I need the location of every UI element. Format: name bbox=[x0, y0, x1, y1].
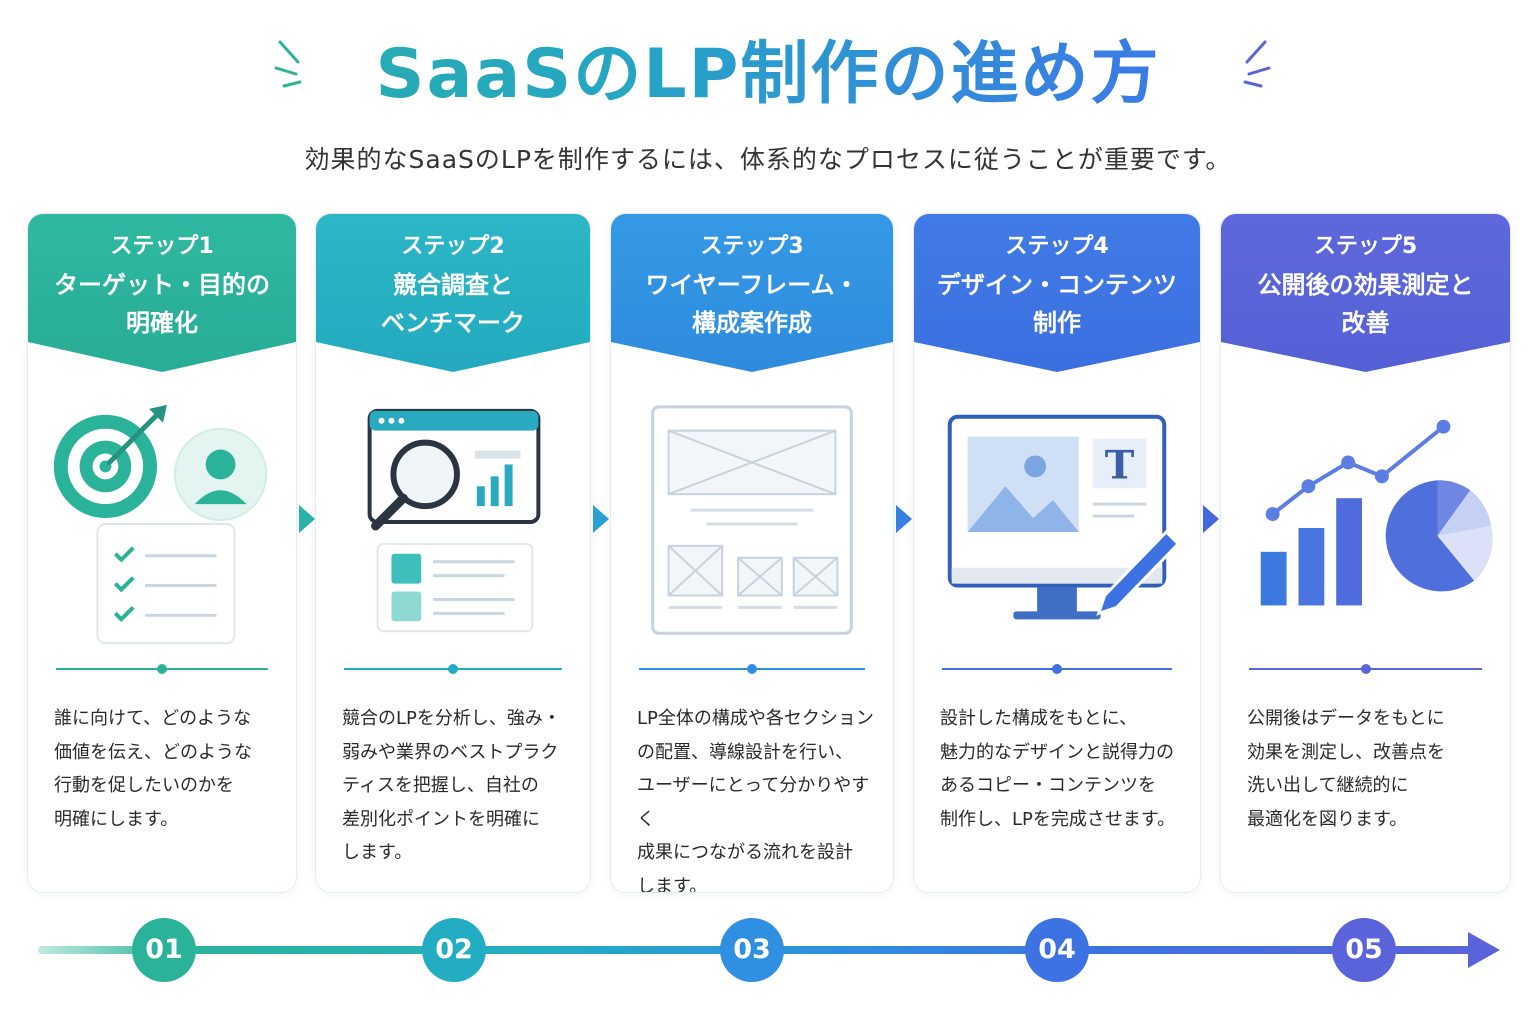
timeline-step-3: 03 bbox=[720, 918, 784, 982]
card-divider bbox=[344, 662, 562, 676]
timeline-step-5: 05 bbox=[1332, 918, 1396, 982]
arrow-right-icon bbox=[1203, 505, 1219, 533]
step-card-5: ステップ5 公開後の効果測定と 改善 公開後はデータをもとに 効果を測定し、改善… bbox=[1220, 213, 1511, 893]
page-subtitle: 効果的なSaaSのLPを制作するには、体系的なプロセスに従うことが重要です。 bbox=[304, 145, 1232, 174]
wireframe-icon bbox=[651, 405, 853, 635]
step-header-5: ステップ5 公開後の効果測定と 改善 bbox=[1221, 214, 1510, 372]
step-description: 公開後はデータをもとに 効果を測定し、改善点を 洗い出して継続的に 最適化を図り… bbox=[1247, 708, 1445, 830]
checklist-icon bbox=[96, 523, 236, 645]
step-description: 誰に向けて、どのような 価値を伝え、どのような 行動を促したいのかを 明確にしま… bbox=[54, 708, 252, 830]
arrow-right-icon bbox=[896, 505, 912, 533]
step-header-1: ステップ1 ターゲット・目的の 明確化 bbox=[28, 214, 296, 372]
step-title: ターゲット・目的の 明確化 bbox=[54, 271, 270, 337]
sparkle-decoration-left bbox=[274, 40, 302, 88]
target-icon bbox=[53, 404, 167, 519]
step-label: ステップ4 bbox=[1005, 234, 1109, 259]
card-divider bbox=[1249, 662, 1482, 676]
pencil-icon bbox=[1096, 529, 1181, 616]
step-card-3: ステップ3 ワイヤーフレーム・ 構成案作成 LP全体の構成や各セクション の配置… bbox=[610, 213, 894, 893]
step-card-4: ステップ4 デザイン・コンテンツ 制作 T 設計した構成をもとに、 魅力的なデザ… bbox=[913, 213, 1201, 893]
user-avatar-icon bbox=[173, 427, 268, 522]
page-title: SaaSのLP制作の進め方 bbox=[0, 30, 1536, 120]
step-label: ステップ5 bbox=[1313, 234, 1418, 259]
step-label: ステップ3 bbox=[700, 234, 804, 259]
step-title: 競合調査と ベンチマーク bbox=[381, 271, 525, 337]
step-label: ステップ2 bbox=[401, 234, 505, 259]
pie-chart-icon bbox=[1385, 480, 1493, 592]
image-icon bbox=[967, 436, 1079, 532]
step-header-4: ステップ4 デザイン・コンテンツ 制作 bbox=[914, 214, 1200, 372]
step-description: 設計した構成をもとに、 魅力的なデザインと説得力の あるコピー・コンテンツを 制… bbox=[940, 708, 1176, 830]
step-header-2: ステップ2 競合調査と ベンチマーク bbox=[316, 214, 590, 372]
bar-chart-icon bbox=[1260, 498, 1363, 606]
card-divider bbox=[942, 662, 1172, 676]
timeline-step-1: 01 bbox=[132, 918, 196, 982]
step-description: LP全体の構成や各セクション の配置、導線設計を行い、 ユーザーにとって分かりや… bbox=[637, 708, 874, 893]
monitor-icon: T bbox=[947, 414, 1181, 620]
step-label: ステップ1 bbox=[110, 234, 214, 259]
list-card-icon bbox=[376, 542, 534, 633]
svg-text:T: T bbox=[1105, 442, 1135, 488]
target-icon bbox=[53, 404, 268, 645]
analytics-icon bbox=[1260, 419, 1493, 606]
sparkle-decoration-right bbox=[1243, 40, 1271, 88]
step-timeline: 01 02 03 04 05 bbox=[0, 910, 1536, 990]
step-header-3: ステップ3 ワイヤーフレーム・ 構成案作成 bbox=[611, 214, 893, 372]
timeline-step-2: 02 bbox=[422, 918, 486, 982]
step-card-2: ステップ2 競合調査と ベンチマーク 競合のLPを分析し、強み・ bbox=[315, 213, 591, 893]
timeline-step-4: 04 bbox=[1025, 918, 1089, 982]
magnifier-icon bbox=[371, 439, 460, 531]
line-chart-icon bbox=[1265, 419, 1451, 522]
card-divider bbox=[639, 662, 865, 676]
text-icon: T bbox=[1092, 438, 1147, 518]
step-title: デザイン・コンテンツ 制作 bbox=[937, 271, 1177, 337]
step-title: ワイヤーフレーム・ 構成案作成 bbox=[645, 271, 859, 337]
browser-window-icon bbox=[367, 408, 541, 633]
step-title: 公開後の効果測定と 改善 bbox=[1257, 271, 1474, 337]
arrow-right-icon bbox=[299, 505, 315, 533]
card-divider bbox=[56, 662, 268, 676]
step-description: 競合のLPを分析し、強み・ 弱みや業界のベストプラク ティスを把握し、自社の 差… bbox=[342, 708, 561, 863]
step-card-1: ステップ1 ターゲット・目的の 明確化 誰に向けて bbox=[27, 213, 297, 893]
arrow-right-icon bbox=[593, 505, 609, 533]
